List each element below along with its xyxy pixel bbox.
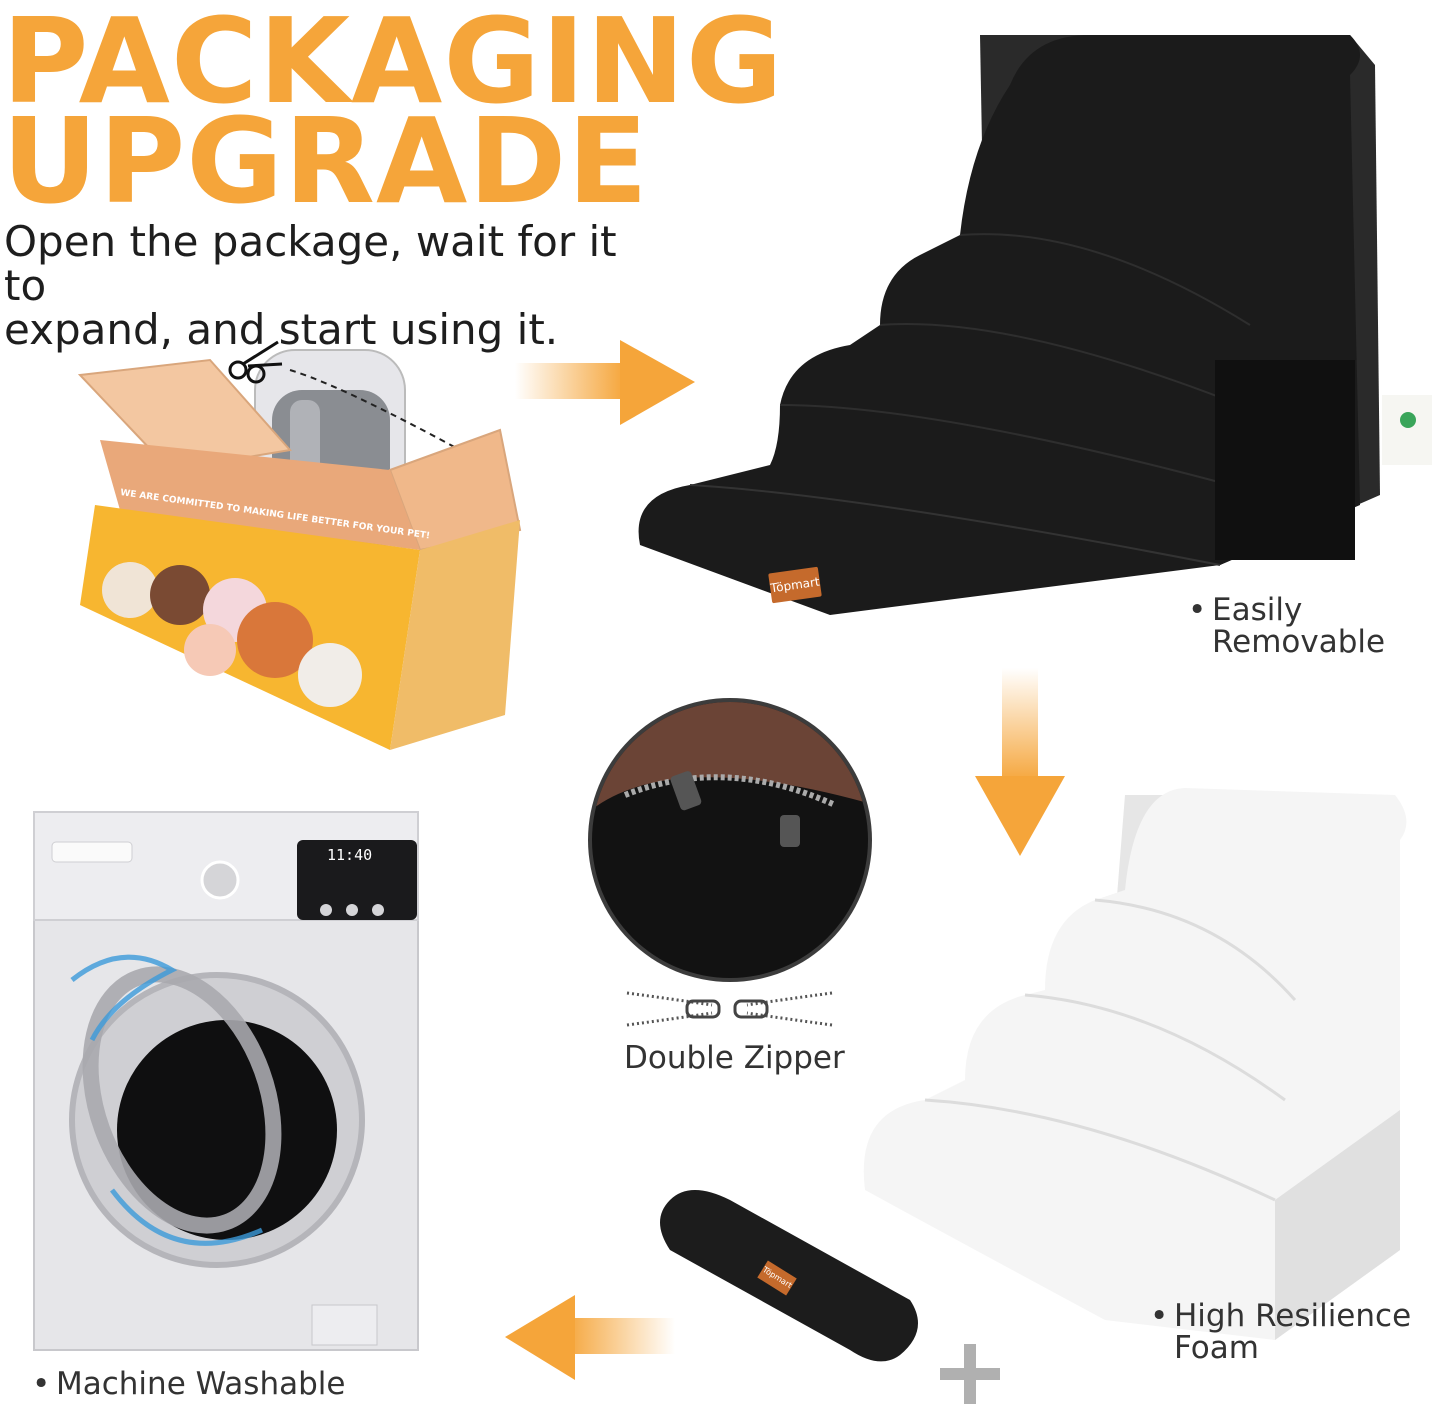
arrow-right-icon: [515, 340, 695, 425]
foam-stairs: [863, 788, 1407, 1340]
bullet: •: [32, 1366, 51, 1402]
headline-line-1: PACKAGING: [2, 0, 784, 130]
subtitle-line-2: expand, and start using it.: [4, 305, 559, 354]
clock-display: 11:40: [327, 846, 372, 864]
feature-removable-line-1: Easily: [1212, 592, 1303, 628]
control-panel: [297, 840, 417, 920]
feature-machine-washable: •Machine Washable: [32, 1368, 345, 1400]
care-label: [1382, 395, 1432, 465]
cartoon-pets-print: [102, 562, 362, 707]
feature-removable-line-2: Removable: [1212, 624, 1386, 660]
zipper-closeup: [588, 698, 872, 982]
shipping-box-illustration: WE ARE COMMITTED TO MAKING LIFE BETTER F…: [77, 349, 522, 750]
headline-line-2: UPGRADE: [2, 92, 649, 230]
feature-washable-label: Machine Washable: [56, 1366, 346, 1402]
feature-foam-line-2: Foam: [1174, 1330, 1259, 1366]
side-pocket: [1215, 360, 1355, 560]
bullet: •: [1150, 1298, 1169, 1334]
subtitle-line-1: Open the package, wait for it to: [4, 217, 617, 310]
feature-double-zipper: Double Zipper: [624, 1040, 845, 1076]
washing-machine: 11:40: [33, 811, 419, 1351]
pet-stairs-covered: [638, 35, 1432, 615]
feature-foam-line-1: High Resilience: [1174, 1298, 1412, 1334]
subtitle: Open the package, wait for it to expand,…: [4, 220, 664, 352]
zipper-icon: [626, 991, 833, 1027]
bullet: •: [1188, 592, 1207, 628]
dial-knob[interactable]: [200, 860, 240, 900]
scissors-icon: [228, 340, 283, 384]
feature-easily-removable: •Easily Removable: [1188, 594, 1385, 658]
feature-high-resilience-foam: •High Resilience Foam: [1150, 1300, 1411, 1364]
arrow-left-icon: [505, 1295, 675, 1380]
arrow-down-icon: [975, 668, 1065, 856]
plus-icon: [940, 1344, 1000, 1404]
